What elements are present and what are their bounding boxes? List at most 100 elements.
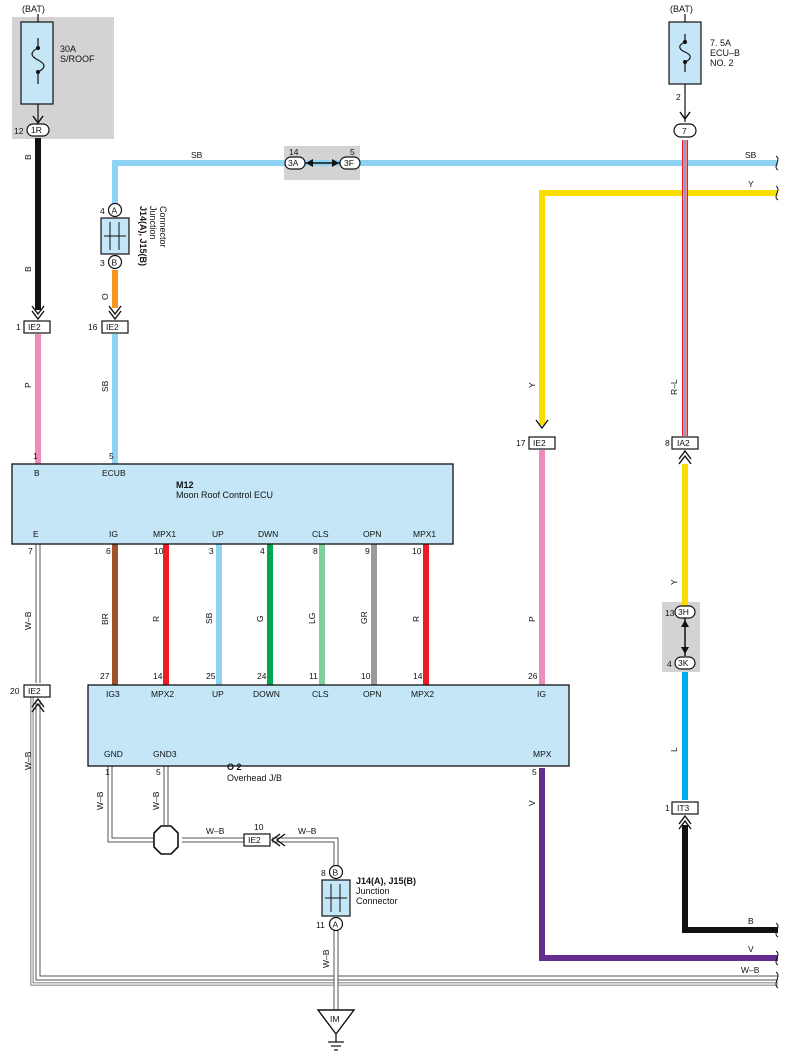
connector-ie2-d (23, 684, 51, 698)
fuse-rating-right: 7. 5A (710, 38, 731, 48)
svg-text:GND: GND (104, 749, 123, 759)
pin-14-3a: 14 (289, 147, 299, 157)
svg-text:CLS: CLS (312, 529, 329, 539)
arrow-down-icon (32, 115, 44, 125)
arrow-up-icon (31, 697, 45, 713)
svg-text:7: 7 (28, 546, 33, 556)
fuse-icon-left (31, 38, 45, 84)
arrow-down-icon (681, 647, 689, 654)
wb-wires (30, 544, 778, 1010)
wc-wb-gv: W–B (321, 949, 331, 968)
svg-text:UP: UP (212, 689, 224, 699)
junction-top-sub2: Connector (158, 206, 168, 248)
arrow-up-icon (681, 620, 689, 627)
m12-moon-roof-ecu (11, 463, 454, 545)
connector-ie2-c (528, 436, 556, 450)
ground-icon (328, 1034, 344, 1051)
wc-r2: R (411, 616, 421, 622)
svg-text:A: A (112, 206, 118, 216)
svg-text:10: 10 (361, 671, 371, 681)
wc-b-1: B (23, 154, 33, 160)
fuse-name-right: ECU–B (710, 48, 740, 58)
svg-text:DOWN: DOWN (253, 689, 280, 699)
svg-text:MPX2: MPX2 (151, 689, 174, 699)
wc-l: L (669, 747, 679, 752)
svg-text:UP: UP (212, 529, 224, 539)
svg-text:CLS: CLS (312, 689, 329, 699)
wc-gr: GR (359, 611, 369, 624)
svg-text:4: 4 (260, 546, 265, 556)
svg-text:B: B (333, 868, 339, 878)
svg-text:IT3: IT3 (677, 803, 690, 813)
pin-17-ie2: 17 (516, 438, 526, 448)
svg-text:MPX1: MPX1 (153, 529, 176, 539)
o2-code: O 2 (227, 762, 242, 772)
wc-lg: LG (307, 613, 317, 624)
wire-sb-top (112, 160, 778, 210)
svg-text:14: 14 (153, 671, 163, 681)
wc-y-mid: Y (527, 382, 537, 388)
connector-ie2-e (243, 833, 271, 847)
svg-text:IE2: IE2 (28, 686, 41, 696)
svg-text:IE2: IE2 (106, 322, 119, 332)
connector-7 (673, 123, 697, 138)
wire-break-marks (775, 155, 779, 989)
arrow-up-icon (678, 814, 692, 830)
svg-text:3K: 3K (678, 658, 689, 668)
ground-point-im (316, 1009, 356, 1036)
svg-text:5: 5 (156, 767, 161, 777)
arrow-down-icon (31, 305, 45, 321)
wc-p-mid: P (527, 616, 537, 622)
wc-g: G (255, 615, 265, 622)
svg-text:3: 3 (209, 546, 214, 556)
junction-top-b (107, 254, 123, 270)
wc-br: BR (100, 613, 110, 625)
svg-text:14: 14 (413, 671, 423, 681)
connector-it3 (671, 801, 699, 815)
pin-1-it3: 1 (665, 803, 670, 813)
wc-y-low: Y (669, 579, 679, 585)
connector-3f-label: 3F (344, 158, 354, 168)
wc-wb-h2: W–B (298, 826, 317, 836)
svg-text:DWN: DWN (258, 529, 278, 539)
wc-wb-left: W–B (23, 611, 33, 630)
svg-text:26: 26 (528, 671, 538, 681)
svg-text:27: 27 (100, 671, 110, 681)
fuse-rating-left: 30A (60, 44, 76, 54)
wc-wb-gnd2: W–B (151, 791, 161, 810)
m12-pin-1: 1 (33, 451, 38, 461)
svg-text:IA2: IA2 (677, 438, 690, 448)
svg-text:5: 5 (532, 767, 537, 777)
ground-label: IM (330, 1014, 339, 1024)
junction-top-a (107, 202, 123, 218)
wc-sb-right: SB (745, 150, 757, 160)
wc-sb-mid: SB (204, 612, 214, 624)
svg-text:MPX2: MPX2 (411, 689, 434, 699)
svg-text:9: 9 (365, 546, 370, 556)
svg-text:IG: IG (109, 529, 118, 539)
bat-label-left: (BAT) (22, 4, 45, 14)
wc-b-2: B (23, 266, 33, 272)
arrow-down-icon (535, 419, 549, 430)
connector-ie2-b (101, 320, 129, 334)
svg-text:8: 8 (313, 546, 318, 556)
svg-text:10: 10 (412, 546, 422, 556)
junction-bottom-sub2: Connector (356, 896, 398, 906)
arrow-down-icon (108, 305, 122, 321)
wire-b-right (682, 825, 778, 933)
svg-text:OPN: OPN (363, 689, 381, 699)
o2-overhead-jb (87, 684, 570, 767)
svg-text:IE2: IE2 (28, 322, 41, 332)
junction-bottom-title: J14(A), J15(B) (356, 876, 416, 886)
svg-text:6: 6 (106, 546, 111, 556)
pin-11-a: 11 (316, 920, 325, 930)
svg-text:OPN: OPN (363, 529, 381, 539)
pin-5-3f: 5 (350, 147, 355, 157)
o2-name: Overhead J/B (227, 773, 282, 783)
arrow-left-icon (270, 833, 286, 847)
svg-text:24: 24 (257, 671, 267, 681)
svg-text:B: B (112, 258, 118, 268)
svg-text:3H: 3H (678, 607, 689, 617)
svg-text:25: 25 (206, 671, 216, 681)
